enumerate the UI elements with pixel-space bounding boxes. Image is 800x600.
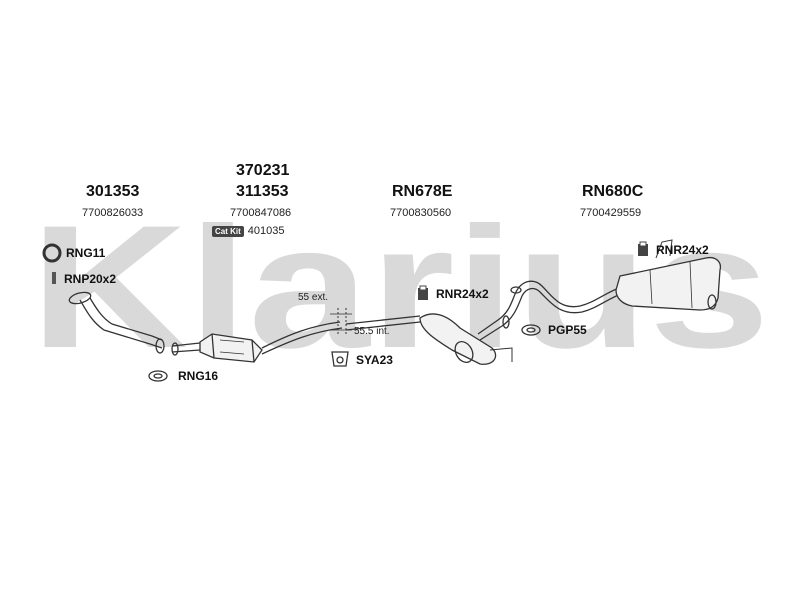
rng11-ring-icon bbox=[42, 243, 62, 263]
rng11-label: RNG11 bbox=[66, 246, 106, 260]
cat-kit-number: 401035 bbox=[247, 225, 285, 237]
middle-silencer bbox=[419, 313, 513, 365]
rear-pipe bbox=[477, 280, 627, 341]
cat-kit-badge: Cat Kit bbox=[212, 225, 244, 237]
front-pipe-joint bbox=[171, 342, 201, 353]
sya23-clamp-icon bbox=[331, 351, 349, 367]
oem-number-rn680c: 7700429559 bbox=[580, 207, 642, 219]
sya23-label: SYA23 bbox=[356, 353, 393, 367]
rng16-label: RNG16 bbox=[178, 369, 219, 383]
rnr24x2-rear-label: RNR24x2 bbox=[656, 243, 709, 257]
rnr24x2-mid-hanger-icon bbox=[418, 285, 428, 300]
rng16-gasket-icon bbox=[148, 370, 168, 382]
oem-number-rn678e: 7700830560 bbox=[390, 207, 452, 219]
part-code-301353: 301353 bbox=[86, 183, 140, 200]
rnr24x2-rear-hanger-icon bbox=[638, 241, 648, 256]
rear-silencer bbox=[615, 239, 722, 311]
rnr24x2-mid-label: RNR24x2 bbox=[436, 287, 489, 301]
int-diameter-note: 55.5 int. bbox=[354, 326, 390, 337]
part-code-311353: 311353 bbox=[236, 183, 289, 200]
pgp55-gasket-icon bbox=[521, 324, 541, 336]
pgp55-label: PGP55 bbox=[548, 323, 587, 337]
catalytic-converter bbox=[199, 333, 263, 363]
front-downpipe bbox=[79, 299, 163, 349]
rnp20x2-bolt-icon bbox=[52, 272, 56, 284]
oem-number-301353: 7700826033 bbox=[82, 207, 144, 219]
part-code-rn678e: RN678E bbox=[392, 183, 453, 200]
part-code-rn680c: RN680C bbox=[582, 183, 644, 200]
rnp20x2-label: RNP20x2 bbox=[64, 272, 117, 286]
intermediate-pipe bbox=[261, 321, 343, 355]
part-code-370231: 370231 bbox=[236, 162, 290, 179]
oem-number-311353: 7700847086 bbox=[230, 207, 292, 219]
ext-diameter-note: 55 ext. bbox=[298, 292, 329, 303]
